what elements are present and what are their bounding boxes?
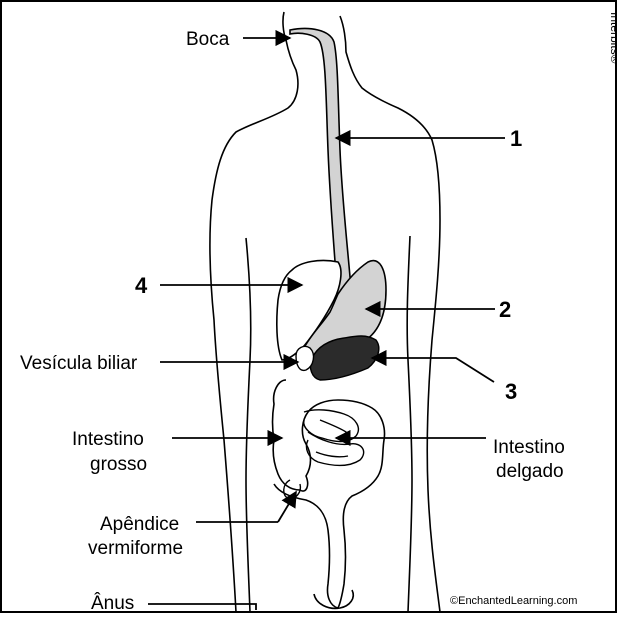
- label-intestino-grosso-line2: grosso: [90, 454, 147, 475]
- label-apendice-line2: vermiforme: [88, 538, 183, 559]
- credit-interbits: Interbits®: [608, 12, 617, 64]
- label-vesicula-biliar: Vesícula biliar: [20, 353, 138, 374]
- credit-enchanted-learning: ©EnchantedLearning.com: [450, 595, 577, 607]
- label-number-1: 1: [510, 126, 522, 151]
- gallbladder: [296, 346, 313, 370]
- label-number-4: 4: [135, 273, 148, 298]
- anus-line: [148, 604, 256, 610]
- label-number-3: 3: [505, 379, 517, 404]
- label-boca: Boca: [186, 29, 230, 50]
- label-intestino-grosso-line1: Intestino: [72, 429, 144, 450]
- apendice-arrow: [278, 492, 296, 522]
- label-number-2: 2: [499, 297, 511, 322]
- n3-arrow: [372, 358, 494, 382]
- label-intestino-delgado-line1: Intestino: [493, 437, 565, 458]
- label-anus: Ânus: [91, 592, 134, 613]
- label-intestino-delgado-line2: delgado: [496, 461, 564, 482]
- large-intestine: [273, 380, 385, 608]
- label-apendice-line1: Apêndice: [100, 514, 179, 535]
- esophagus: [290, 29, 352, 301]
